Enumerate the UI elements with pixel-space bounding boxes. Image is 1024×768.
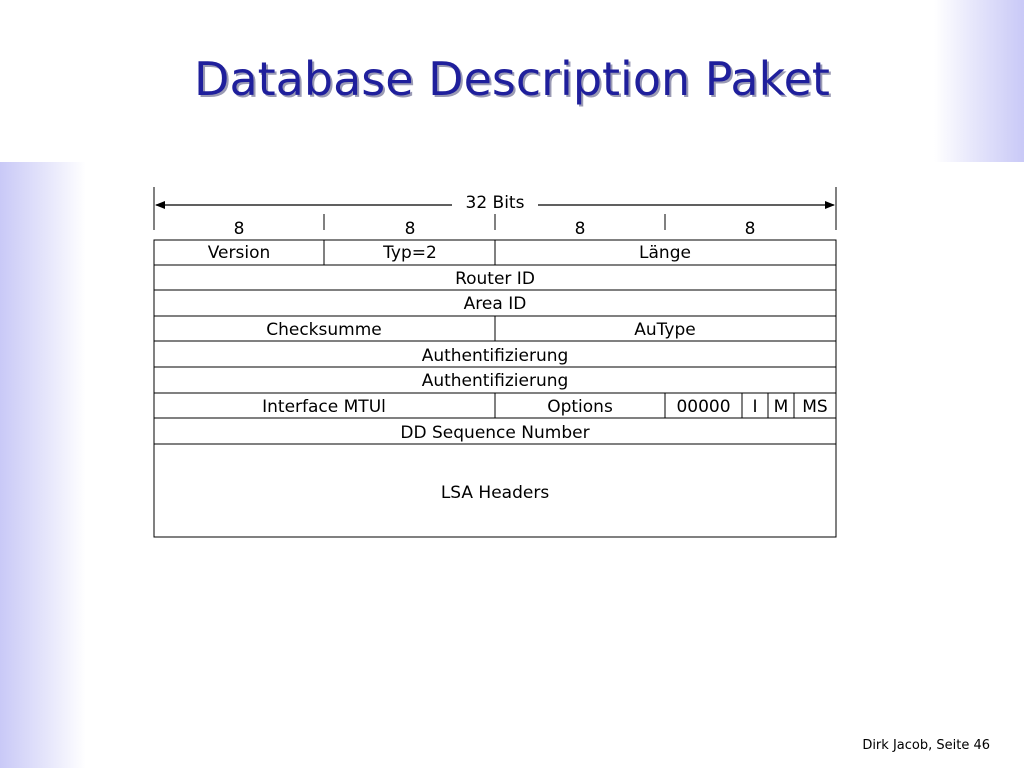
right-gradient-band [934,0,1024,162]
slide-footer: Dirk Jacob, Seite 46 [862,738,990,753]
field-dd-sequence-number: DD Sequence Number [400,423,589,443]
field-autype: AuType [634,320,695,340]
field-laenge: Länge [639,243,691,263]
left-gradient-band [0,162,86,768]
field-interface-mtu: Interface MTUl [262,397,386,417]
field-lsa-headers: LSA Headers [441,483,550,503]
span-label: 32 Bits [466,193,525,213]
byte-label-4: 8 [745,219,756,239]
byte-label-2: 8 [405,219,416,239]
slide-title: Database Description Paket [194,52,830,106]
field-authentifizierung-2: Authentifizierung [422,371,569,391]
field-router-id: Router ID [455,269,535,289]
field-i-bit: I [752,397,757,417]
byte-label-1: 8 [234,219,245,239]
field-version: Version [208,243,271,263]
field-authentifizierung-1: Authentifizierung [422,346,569,366]
field-options: Options [547,397,613,417]
field-area-id: Area ID [464,294,527,314]
field-m-bit: M [774,397,789,417]
field-ms-bit: MS [802,397,827,417]
field-reserved-bits: 00000 [676,397,730,417]
field-typ: Typ=2 [382,243,437,263]
field-checksumme: Checksumme [266,320,382,340]
byte-label-3: 8 [575,219,586,239]
